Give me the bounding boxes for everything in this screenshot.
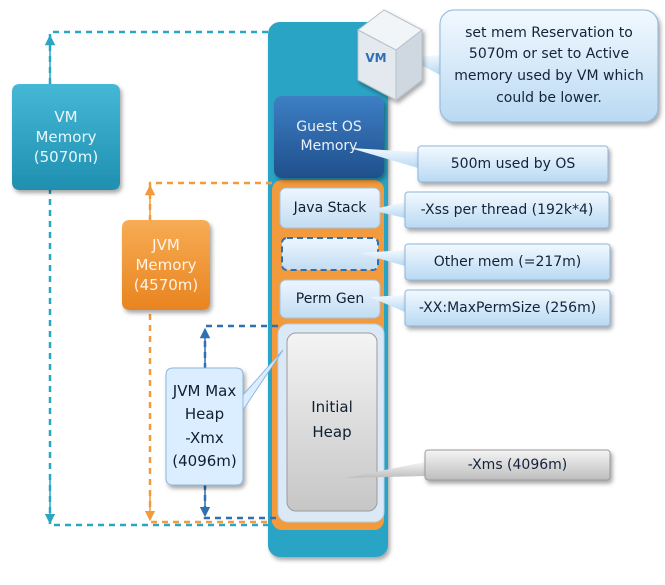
jvm-max-heap-label: JVM Max Heap -Xmx (4096m) bbox=[172, 382, 237, 470]
reservation-callout-text: set mem Reservation to 5070m or set to A… bbox=[454, 24, 644, 106]
xss-callout-pointer bbox=[370, 202, 405, 218]
perm-callout-box bbox=[404, 289, 611, 327]
perm-callout-text: -XX:MaxPermSize (256m) bbox=[418, 299, 597, 316]
jvm-max-heap-pointer bbox=[242, 349, 284, 412]
xms-callout-box bbox=[424, 449, 611, 481]
initial-heap-label: Initial Heap bbox=[311, 397, 353, 442]
perm-callout-pointer bbox=[370, 295, 405, 312]
vm-icon-label: VM bbox=[365, 50, 387, 65]
vm-memory-box bbox=[12, 84, 120, 190]
guest-os-box bbox=[274, 96, 384, 178]
java-stack-label: Java Stack bbox=[293, 199, 367, 216]
xss-callout-box bbox=[404, 191, 610, 229]
guest-os-label: Guest OS Memory bbox=[296, 119, 362, 154]
initial-heap-box bbox=[286, 332, 378, 512]
other-callout-text: Other mem (=217m) bbox=[433, 253, 582, 270]
vm-memory-label: VM Memory (5070m) bbox=[33, 107, 99, 167]
jvm-bracket bbox=[148, 181, 278, 524]
xms-callout-pointer bbox=[345, 462, 425, 478]
other-mem-label bbox=[282, 238, 378, 270]
os-callout-pointer bbox=[350, 148, 418, 168]
other-callout-box bbox=[404, 243, 611, 281]
xss-callout-text: -Xss per thread (192k*4) bbox=[420, 201, 594, 218]
xms-callout-text: -Xms (4096m) bbox=[467, 456, 568, 473]
vm-cube-icon bbox=[357, 9, 423, 102]
vm-bracket bbox=[48, 30, 268, 527]
other-callout-pointer bbox=[360, 250, 405, 266]
jvm-memory-box bbox=[122, 220, 210, 310]
jvm-max-heap-box bbox=[165, 367, 244, 486]
reservation-callout-box bbox=[439, 9, 659, 123]
perm-gen-label: Perm Gen bbox=[295, 290, 365, 307]
os-callout-box bbox=[417, 145, 609, 183]
os-callout-text: 500m used by OS bbox=[450, 155, 576, 172]
jvm-memory-label: JVM Memory (4570m) bbox=[133, 235, 199, 295]
